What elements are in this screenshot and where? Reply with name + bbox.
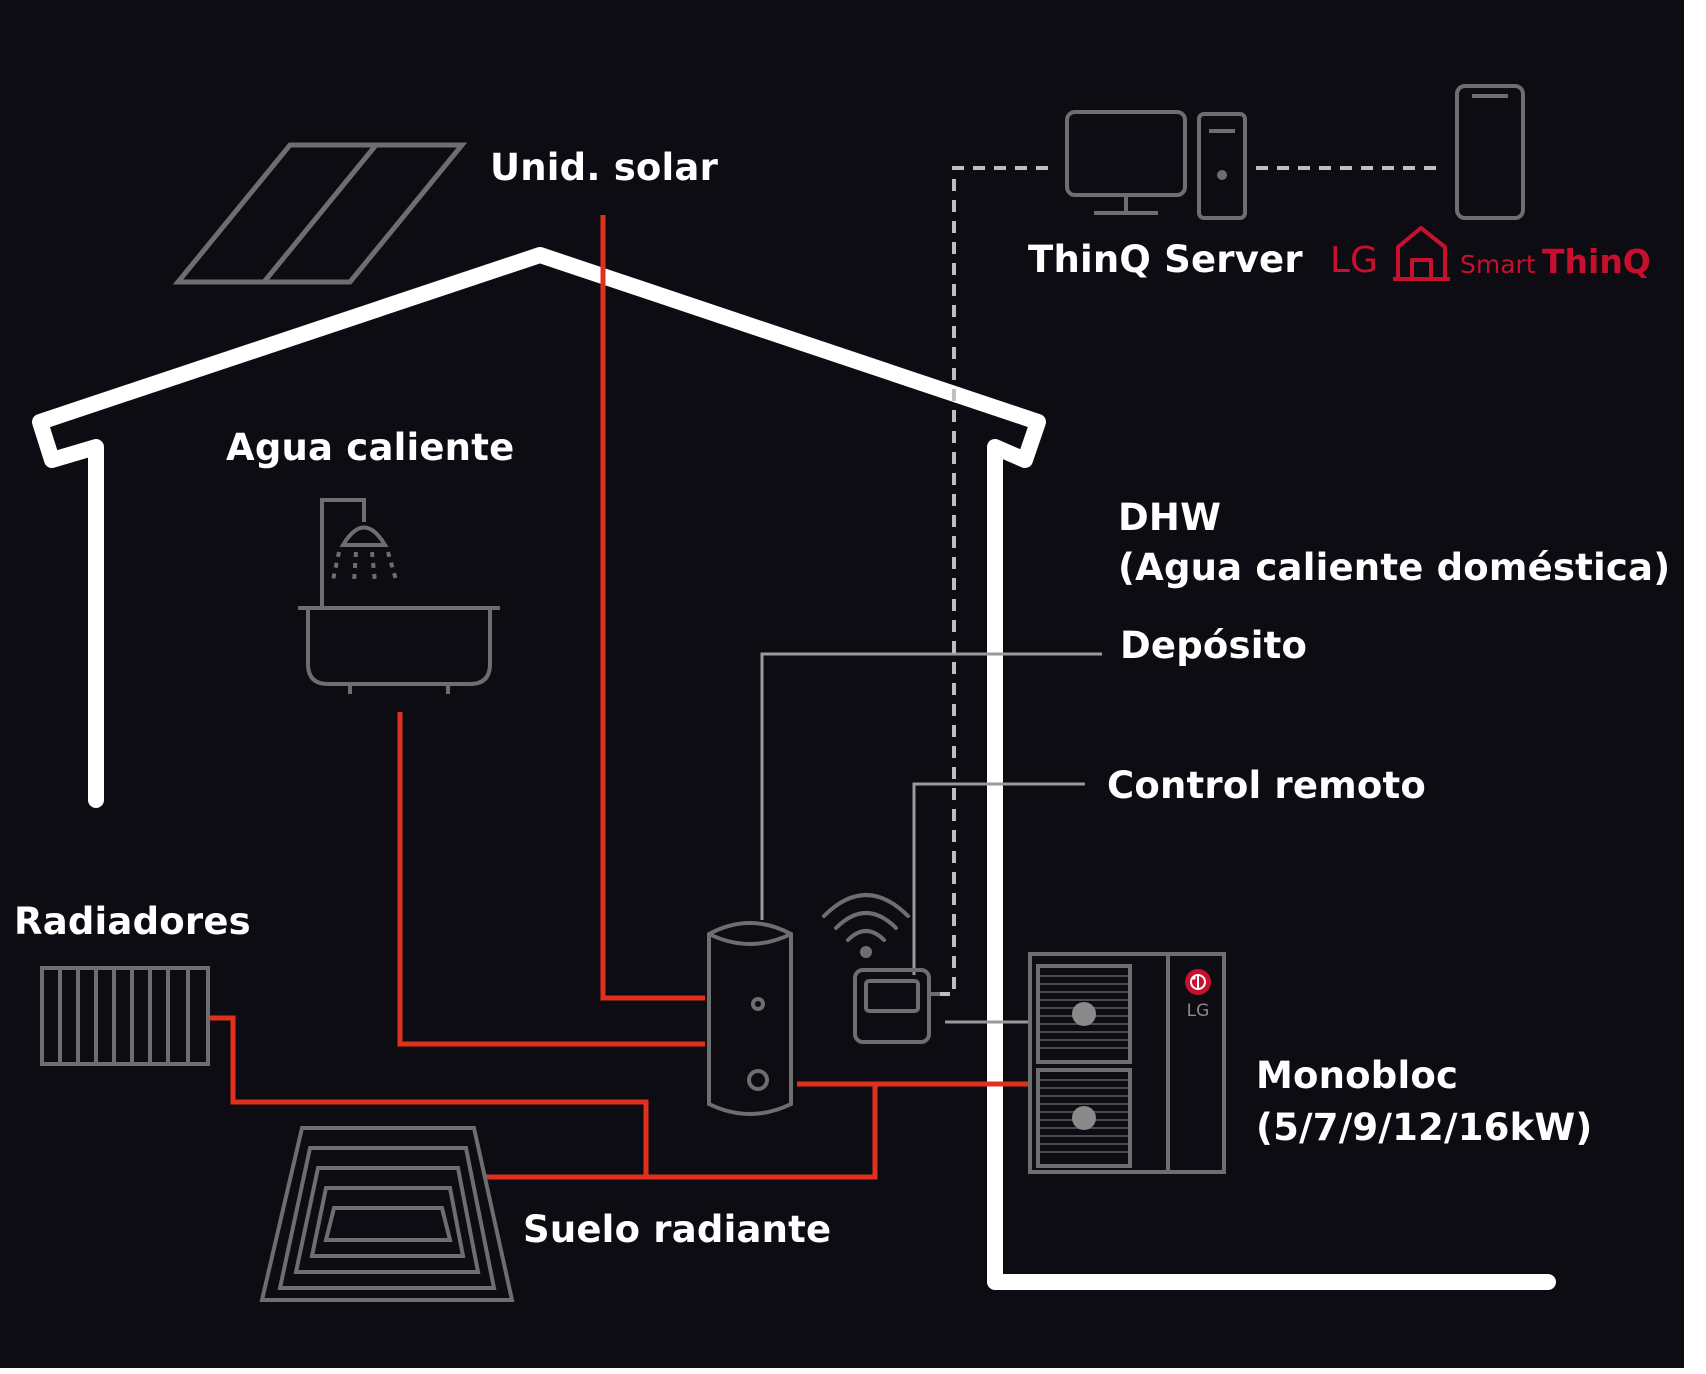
logo-smart-text: Smart — [1460, 250, 1536, 279]
heat-pump-unit-icon — [1028, 952, 1226, 1174]
pipe-solar — [600, 215, 705, 1001]
label-monobloc-line1: Monobloc — [1256, 1054, 1459, 1097]
logo-lg-text: LG — [1330, 240, 1378, 281]
house-outline — [32, 247, 1556, 1290]
unit-badge-text: LG — [1187, 1001, 1210, 1021]
pipe-hot-water — [397, 712, 705, 1047]
water-pipes — [210, 215, 1030, 1180]
label-monobloc: Monobloc (5/7/9/12/16kW) — [1256, 1054, 1593, 1151]
label-tank: Depósito — [1120, 624, 1308, 667]
label-underfloor: Suelo radiante — [523, 1208, 832, 1251]
wifi-icon — [822, 893, 910, 958]
pipe-radiators — [210, 1015, 649, 1177]
label-monobloc-line2: (5/7/9/12/16kW) — [1256, 1106, 1593, 1150]
callout-remote — [912, 782, 1085, 975]
label-solar-unit: Unid. solar — [490, 146, 719, 189]
label-dhw-line2: (Agua caliente doméstica) — [1118, 546, 1671, 590]
water-tank-icon — [707, 921, 793, 1116]
network-line — [928, 166, 1442, 996]
smart-home-icon — [1393, 226, 1450, 281]
fan-hub-top — [1072, 1002, 1096, 1026]
callout-tank — [760, 652, 1102, 920]
label-radiators: Radiadores — [14, 900, 251, 943]
pipe-underfloor — [485, 1084, 878, 1180]
label-hot-water: Agua caliente — [226, 426, 515, 469]
logo-thinq-text: ThinQ — [1542, 242, 1651, 281]
underfloor-heating-icon — [259, 1126, 515, 1302]
lg-logo-icon — [1185, 969, 1211, 995]
radiator-icon — [40, 966, 210, 1066]
callout-lines — [760, 652, 1102, 1024]
label-remote-control: Control remoto — [1107, 764, 1427, 807]
desktop-computer-icon — [1065, 110, 1247, 220]
shower-bathtub-icon — [298, 498, 500, 694]
label-dhw: DHW (Agua caliente doméstica) — [1118, 496, 1670, 591]
fan-hub-bottom — [1072, 1106, 1096, 1130]
smartphone-icon — [1455, 84, 1525, 220]
solar-panel-icon — [172, 142, 468, 285]
remote-controller-icon — [853, 968, 940, 1044]
label-dhw-line1: DHW — [1118, 496, 1222, 539]
label-thinq-server: ThinQ Server — [1028, 238, 1303, 281]
